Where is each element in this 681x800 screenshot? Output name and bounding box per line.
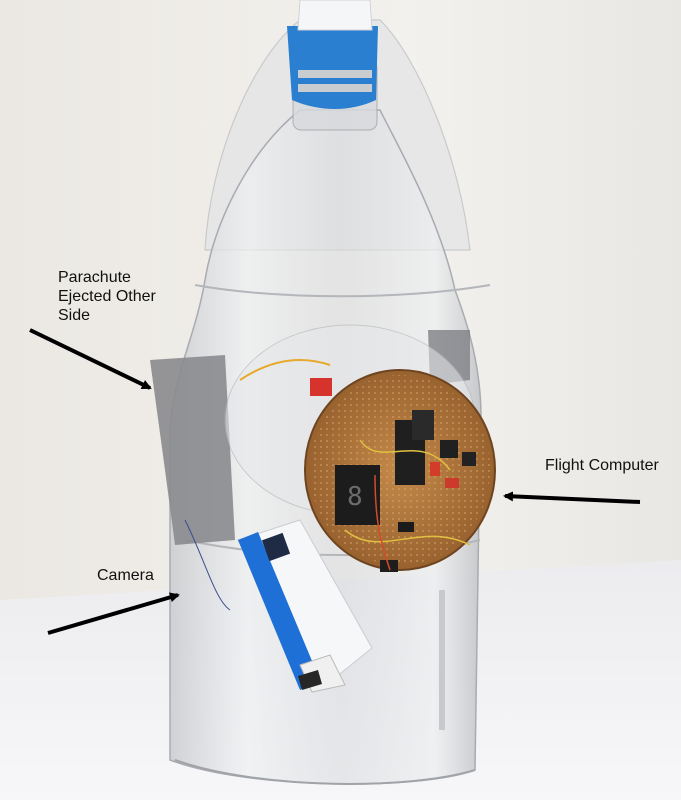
red-led [430,462,440,476]
bottle-base-rim [174,759,476,785]
flight-computer-label: Flight Computer [545,457,659,474]
parachute-arrow [29,328,152,390]
red-capacitor [445,478,459,488]
camera-label: Camera [97,567,154,584]
transistor [440,440,458,458]
bottle-ridge [194,284,491,298]
duct-tape [150,355,235,545]
neck-thread [298,84,372,92]
connector [398,522,414,532]
camera-wire [184,519,231,611]
wire [359,439,451,471]
wire [344,529,471,546]
parachute-label-line: Ejected Other [58,288,156,305]
ic-chip [412,410,434,440]
camera [237,519,373,693]
neck-thread [298,70,372,78]
seven-segment-digit: 8 [347,482,363,512]
seven-segment-display [335,465,380,525]
nose-foam [297,0,373,31]
parachute-label: Parachute Ejected Other Side [58,268,156,325]
camera-arrow [47,592,180,635]
red-component [310,378,332,396]
wire [374,474,391,571]
transistor [462,452,476,466]
ribbon-wire [239,359,331,381]
flight-computer-arrow [503,491,641,504]
blue-cap [287,26,378,109]
camera-lens [261,532,291,562]
parachute-label-line: Side [58,307,91,324]
parachute-label-line: Parachute [58,269,131,286]
